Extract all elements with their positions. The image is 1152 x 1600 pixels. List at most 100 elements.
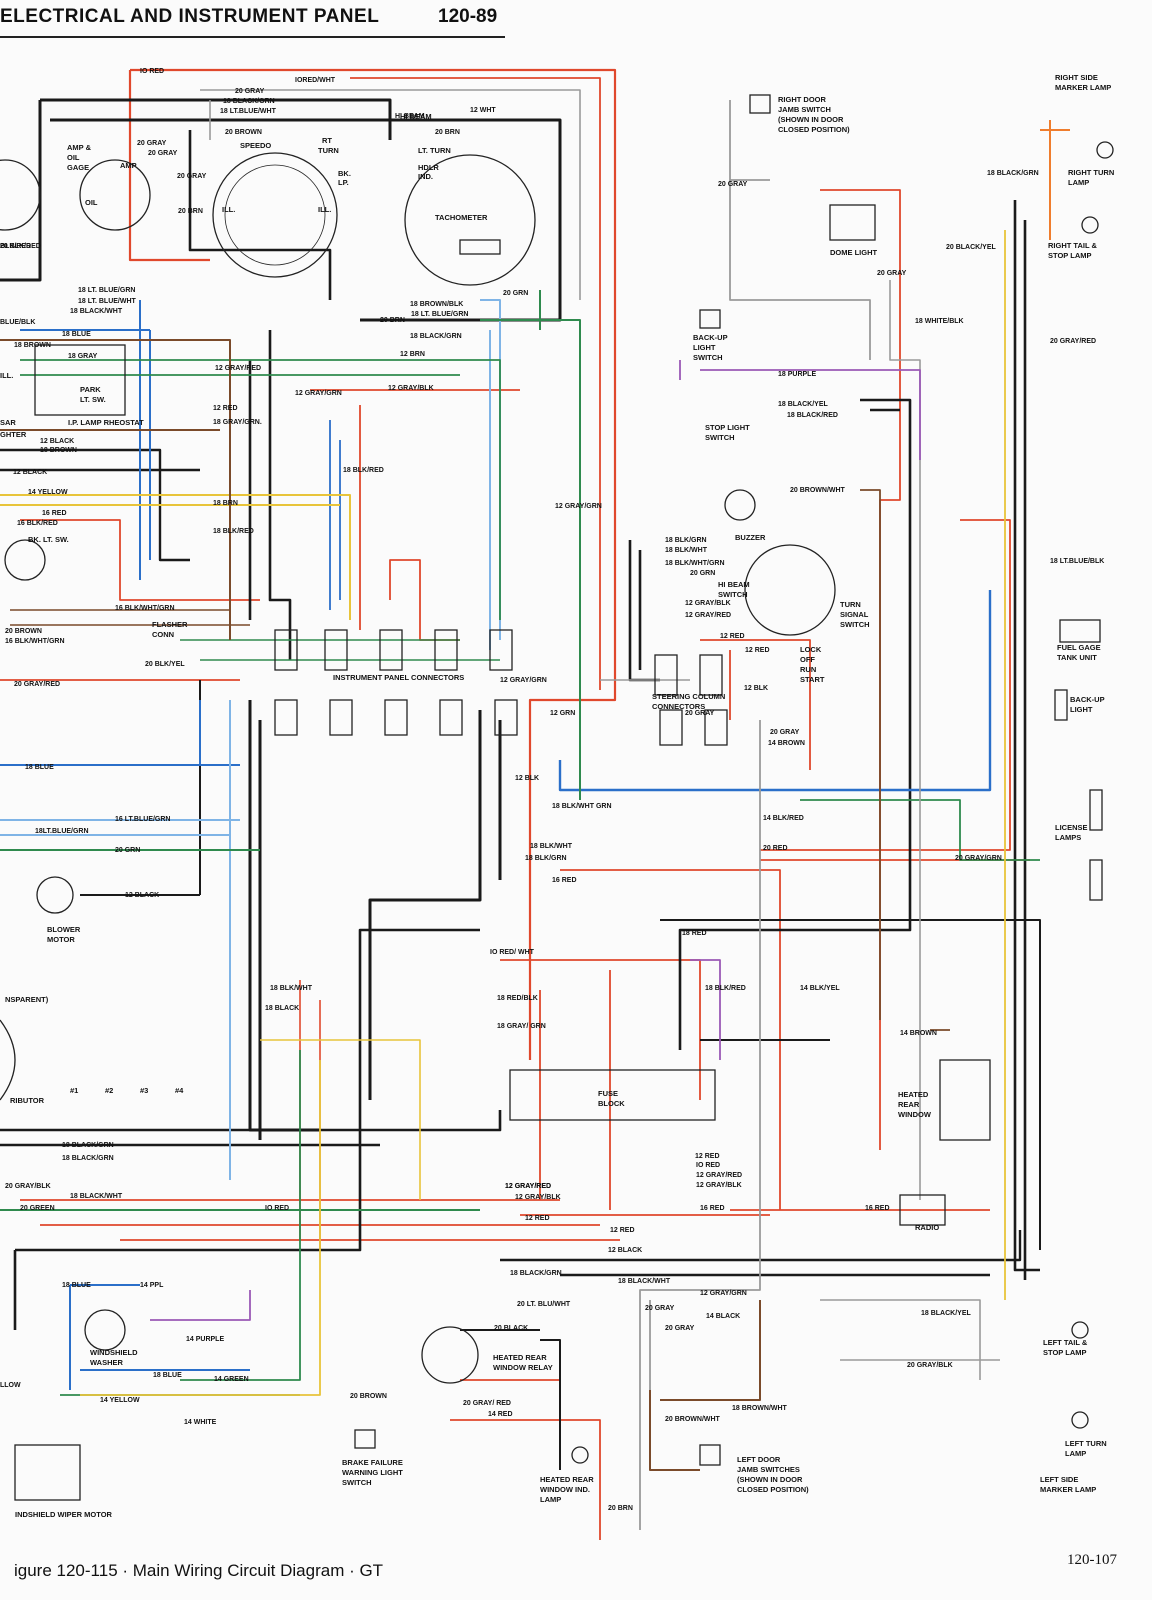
- fuel-gage-unit: [1059, 619, 1101, 643]
- wire-label: 18 BLUE: [62, 331, 91, 338]
- wire-label: 20 BROWN: [350, 1393, 387, 1400]
- label-windshield-washer: WINDSHIELD: [90, 1348, 138, 1357]
- label-instrument-panel-connectors: INSTRUMENT PANEL CONNECTORS: [333, 673, 464, 682]
- tachometer-readout: [459, 239, 501, 255]
- license-lamp-1: [1089, 789, 1103, 831]
- wire-gray: [820, 1299, 1000, 1380]
- label-right-door-jamb-switch: JAMB SWITCH: [778, 105, 831, 114]
- label-right-side-marker-lamp: RIGHT SIDE: [1055, 73, 1098, 82]
- wire-yellow: [80, 230, 1006, 1396]
- ip-connector-6: [274, 699, 298, 736]
- wire-label: 12 BLK: [515, 775, 539, 782]
- bk-lt-sw: [4, 539, 46, 581]
- wire-label: 12 GRAY/BLK: [388, 385, 434, 392]
- ip-connector-8: [384, 699, 408, 736]
- label-fuel-gage-tank-unit: FUEL GAGE: [1057, 643, 1101, 652]
- wire-blue: [0, 700, 240, 1180]
- label-brake-failure-warning-light-switch: SWITCH: [342, 1478, 372, 1487]
- label-heated-rear-window: WINDOW: [898, 1110, 932, 1119]
- label-ignition-positions: RUN: [800, 665, 816, 674]
- wire-gray: [200, 89, 581, 300]
- label-heated-rear-window-relay: WINDOW RELAY: [493, 1363, 553, 1372]
- label-left-turn-lamp: LAMP: [1065, 1449, 1086, 1458]
- wire-label: 20 BROWN/WHT: [665, 1416, 721, 1423]
- wire-label: 20 BLACK/YEL: [946, 244, 997, 251]
- wire-label: 18 LT. BLUE/WHT: [78, 298, 137, 305]
- speedometer-gauge: [212, 152, 338, 278]
- label-fuse-block: BLOCK: [598, 1099, 625, 1108]
- wire-label: 14 RED: [488, 1411, 513, 1418]
- wire-label: 20 GRAY/BLK: [5, 1183, 51, 1190]
- wire-label: 18 LT. BLUE/GRN: [78, 287, 135, 294]
- ip-connector-5: [489, 629, 513, 671]
- label-ignition-positions: OFF: [800, 655, 815, 664]
- wire-label: IORED/WHT: [295, 77, 336, 84]
- label-heated-rear-window-relay: HEATED REAR: [493, 1353, 547, 1362]
- label-left-door-jamb-switches: CLOSED POSITION): [737, 1485, 809, 1494]
- label-hi-beam-switch: HI BEAM: [718, 580, 750, 589]
- label-right-door-jamb-switch: RIGHT DOOR: [778, 95, 826, 104]
- wire-black: [368, 710, 502, 1100]
- wire-black: [460, 1329, 561, 1470]
- wire-label: 18 BLACK/GRN: [62, 1155, 114, 1162]
- wire-label: 20 GRN: [690, 570, 715, 577]
- wire-label: 20 GRAY: [877, 270, 907, 277]
- wire-label: 20 GRAY/ RED: [463, 1400, 511, 1407]
- wire-label: 20 GRAY: [148, 150, 178, 157]
- label-right-door-jamb-switch: CLOSED POSITION): [778, 125, 850, 134]
- wire-black: [248, 700, 320, 1140]
- blower-motor: [36, 876, 74, 914]
- heated-rear-window-grid: [939, 1059, 991, 1141]
- label-right-tail-stop-lamp: RIGHT TAIL &: [1048, 241, 1097, 250]
- section-title: ELECTRICAL AND INSTRUMENT PANEL: [0, 6, 380, 27]
- label-amp-oil-gage: OIL: [67, 153, 80, 162]
- label-cluster-labels: LT. TURN: [418, 146, 451, 155]
- wire-yellow: [0, 494, 351, 620]
- label-right-tail-stop-lamp: STOP LAMP: [1048, 251, 1091, 260]
- wire-label: 18 BROWN/BLK: [410, 301, 463, 308]
- label-blower-motor: MOTOR: [47, 935, 75, 944]
- wire-label: 18 BLUE: [153, 1372, 182, 1379]
- label-right-door-jamb-switch: (SHOWN IN DOOR: [778, 115, 844, 124]
- wire-label: 16 RED: [865, 1205, 890, 1212]
- label-heated-rear-window: HEATED: [898, 1090, 929, 1099]
- wire-label: 12 RED: [695, 1153, 720, 1160]
- wire-label: 20 GRAY: [770, 729, 800, 736]
- ip-connector-10: [494, 699, 518, 736]
- wire-label: 18 BRN: [213, 500, 238, 507]
- wire-label: 18 BROWN: [40, 447, 77, 454]
- wire-label: IO RED: [265, 1205, 289, 1212]
- wire-label: 20 BROWN/WHT: [790, 487, 846, 494]
- wire-label: 12 BLACK: [40, 438, 74, 445]
- wire-label: 20 GRN: [115, 847, 140, 854]
- wire-label: 20 GRAY: [645, 1305, 675, 1312]
- wire-label: 20 BRN: [178, 208, 203, 215]
- wire-label: 20 BLK/RED: [0, 243, 41, 250]
- label-fuse-block: FUSE: [598, 1089, 618, 1098]
- wire-red: [0, 519, 260, 681]
- fuse-block: [509, 1069, 716, 1121]
- dome-light: [829, 204, 876, 241]
- label-right-side-marker-lamp: MARKER LAMP: [1055, 83, 1111, 92]
- label-left-door-jamb-switches: LEFT DOOR: [737, 1455, 781, 1464]
- wire-label: 18 BLACK/GRN: [510, 1270, 562, 1277]
- wire-label: 20 GRAY: [177, 173, 207, 180]
- wire-label: 18 BLACK/RED: [787, 412, 838, 419]
- label-cluster-labels: HI BEAM: [400, 112, 432, 121]
- wire-label: 20 GRAY: [665, 1325, 695, 1332]
- label-left-side-marker-lamp: LEFT SIDE: [1040, 1475, 1078, 1484]
- amp-oil-gage: [79, 159, 151, 231]
- wire-harness: [0, 68, 1070, 1540]
- wire-brown: [10, 609, 250, 626]
- wire-label: 12 BLK: [744, 685, 768, 692]
- label-cluster-labels: ILL.: [222, 205, 235, 214]
- label-spark-plugs: #4: [175, 1086, 184, 1095]
- label-steering-column-connectors: CONNECTORS: [652, 702, 705, 711]
- label-brake-failure-warning-light-switch: BRAKE FAILURE: [342, 1458, 403, 1467]
- wire-label: 12 GRAY/RED: [215, 365, 261, 372]
- label-tachometer: TACHOMETER: [435, 213, 488, 222]
- label-cluster-labels: HDLR: [418, 163, 439, 172]
- label-amp-oil-gage: AMP &: [67, 143, 92, 152]
- wire-yellow: [260, 1039, 421, 1200]
- wire-label: 14 WHITE: [184, 1419, 217, 1426]
